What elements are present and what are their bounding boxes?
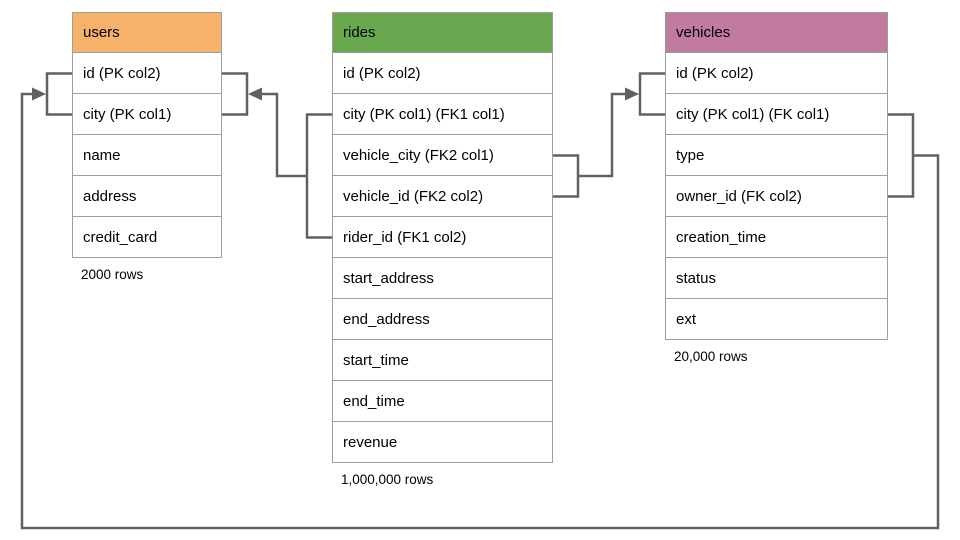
table-row: owner_id (FK col2) bbox=[665, 176, 888, 217]
fk2-rides-right-bracket bbox=[553, 154, 580, 198]
table-row: vehicle_id (FK2 col2) bbox=[332, 176, 553, 217]
table-row: id (PK col2) bbox=[72, 53, 222, 94]
table-row: type bbox=[665, 135, 888, 176]
table-row: revenue bbox=[332, 422, 553, 463]
table-users-header: users bbox=[72, 12, 222, 53]
fk3-users-left-bracket bbox=[45, 72, 72, 116]
table-vehicles-row-count: 20,000 rows bbox=[674, 349, 748, 364]
fk3-arrowhead bbox=[32, 87, 46, 101]
table-row: end_time bbox=[332, 381, 553, 422]
fk2-connector-shaft bbox=[578, 92, 627, 178]
table-row: id (PK col2) bbox=[665, 53, 888, 94]
table-row: start_time bbox=[332, 340, 553, 381]
table-rides-header: rides bbox=[332, 12, 553, 53]
table-row: vehicle_city (FK2 col1) bbox=[332, 135, 553, 176]
table-row: name bbox=[72, 135, 222, 176]
table-row: creation_time bbox=[665, 217, 888, 258]
table-row: rider_id (FK1 col2) bbox=[332, 217, 553, 258]
table-row: city (PK col1) (FK1 col1) bbox=[332, 94, 553, 135]
table-vehicles-header: vehicles bbox=[665, 12, 888, 53]
table-users-row-count: 2000 rows bbox=[81, 267, 144, 282]
fk2-vehicles-left-bracket bbox=[638, 72, 665, 116]
table-row: address bbox=[72, 176, 222, 217]
table-row: start_address bbox=[332, 258, 553, 299]
table-vehicles-rows: id (PK col2)city (PK col1) (FK col1)type… bbox=[665, 53, 888, 340]
fk1-rides-left-bracket bbox=[305, 113, 332, 239]
table-rides-rows: id (PK col2)city (PK col1) (FK1 col1)veh… bbox=[332, 53, 553, 463]
fk1-connector-shaft bbox=[260, 92, 307, 178]
table-row: credit_card bbox=[72, 217, 222, 258]
table-row: city (PK col1) (FK col1) bbox=[665, 94, 888, 135]
table-row: city (PK col1) bbox=[72, 94, 222, 135]
fk1-users-right-bracket bbox=[222, 72, 249, 116]
table-rides-row-count: 1,000,000 rows bbox=[341, 472, 434, 487]
table-row: end_address bbox=[332, 299, 553, 340]
table-row: ext bbox=[665, 299, 888, 340]
table-rides: rides id (PK col2)city (PK col1) (FK1 co… bbox=[332, 12, 553, 487]
fk1-arrowhead bbox=[248, 87, 262, 101]
fk2-arrowhead bbox=[625, 87, 639, 101]
table-vehicles: vehicles id (PK col2)city (PK col1) (FK … bbox=[665, 12, 888, 364]
fk3-vehicles-right-bracket bbox=[888, 113, 915, 198]
table-row: status bbox=[665, 258, 888, 299]
table-row: id (PK col2) bbox=[332, 53, 553, 94]
